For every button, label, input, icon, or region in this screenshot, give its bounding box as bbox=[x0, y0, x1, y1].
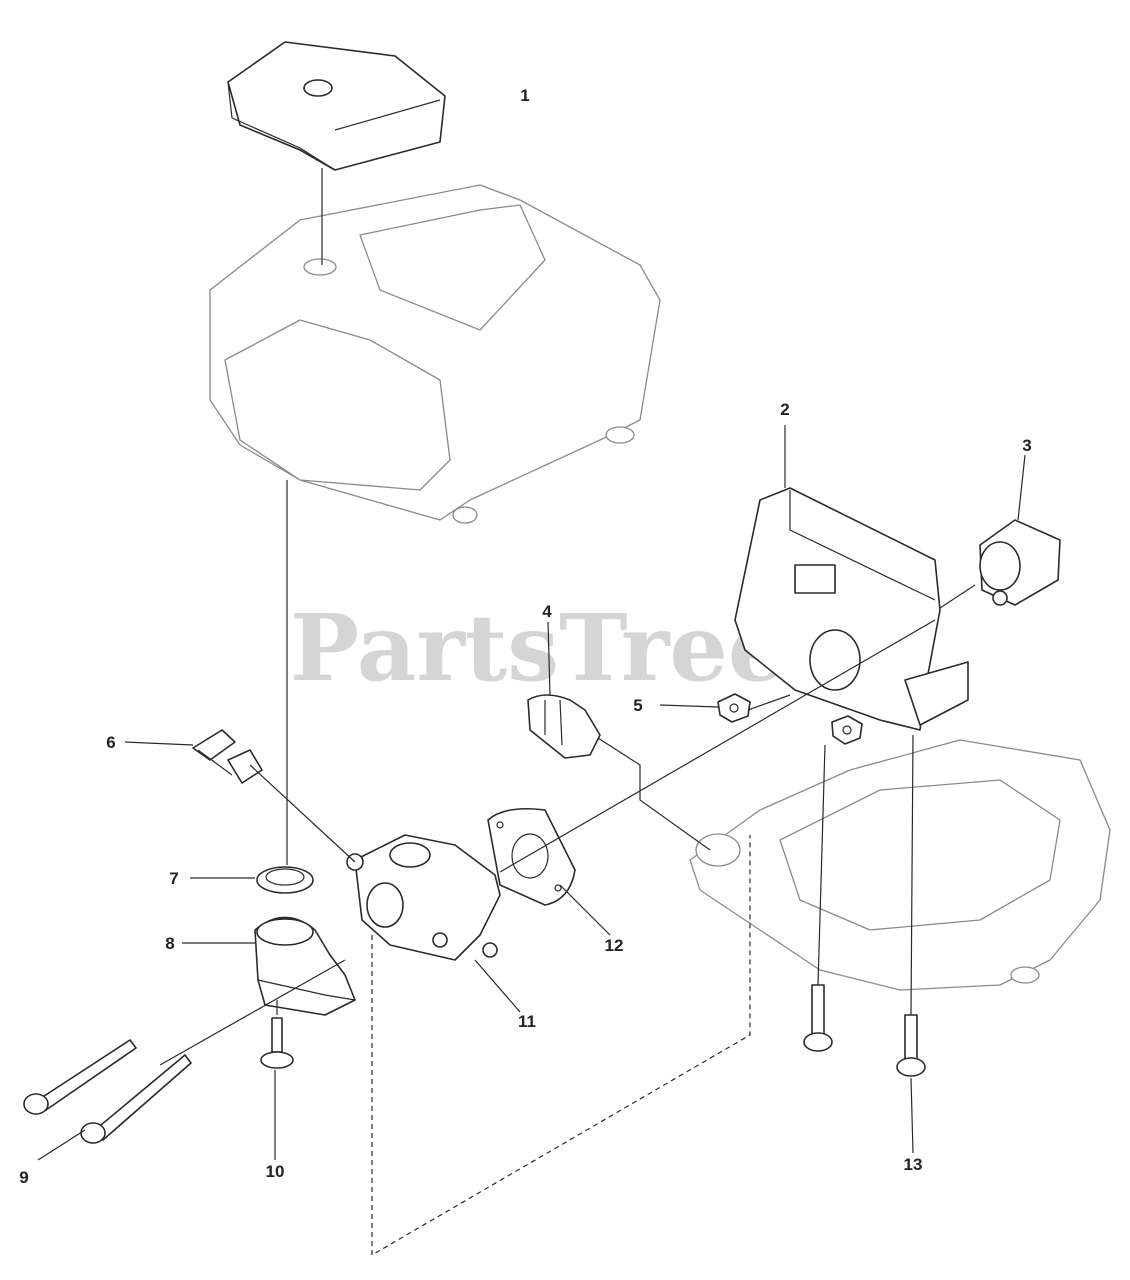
long-screw-upper bbox=[23, 1039, 137, 1115]
callout-13: 13 bbox=[904, 1155, 923, 1174]
callout-1: 1 bbox=[520, 86, 529, 105]
watermark: PartsTree bbox=[290, 594, 786, 702]
assembly-lines bbox=[159, 168, 976, 1257]
air-filter-pad bbox=[227, 41, 446, 171]
nut-lower bbox=[831, 715, 863, 745]
choke-lever bbox=[192, 729, 263, 784]
nut-upper bbox=[717, 693, 751, 723]
carburetor-housing bbox=[734, 487, 969, 731]
callout-11: 11 bbox=[518, 1012, 536, 1031]
callout-10: 10 bbox=[266, 1162, 285, 1181]
mounting-bolt-left bbox=[803, 984, 833, 1052]
callout-8: 8 bbox=[165, 934, 174, 953]
callout-6: 6 bbox=[106, 733, 115, 752]
long-screw-lower bbox=[80, 1054, 192, 1144]
carburetor-gasket bbox=[487, 807, 576, 906]
short-screw bbox=[260, 1017, 294, 1069]
callout-9: 9 bbox=[19, 1168, 28, 1187]
crankcase bbox=[689, 739, 1111, 991]
callout-4: 4 bbox=[542, 602, 552, 621]
mounting-bolt-right bbox=[896, 1014, 926, 1077]
callout-2: 2 bbox=[780, 400, 789, 419]
carburetor bbox=[346, 834, 501, 961]
callout-7: 7 bbox=[169, 869, 178, 888]
intake-adapter bbox=[254, 916, 356, 1016]
callout-leaders bbox=[37, 425, 1026, 1161]
callout-12: 12 bbox=[605, 936, 624, 955]
gasket-ring bbox=[256, 866, 314, 894]
intake-boot bbox=[979, 519, 1061, 606]
callout-3: 3 bbox=[1022, 436, 1031, 455]
callout-5: 5 bbox=[633, 696, 642, 715]
air-filter-cover bbox=[209, 184, 661, 524]
primer-bulb bbox=[527, 694, 601, 759]
